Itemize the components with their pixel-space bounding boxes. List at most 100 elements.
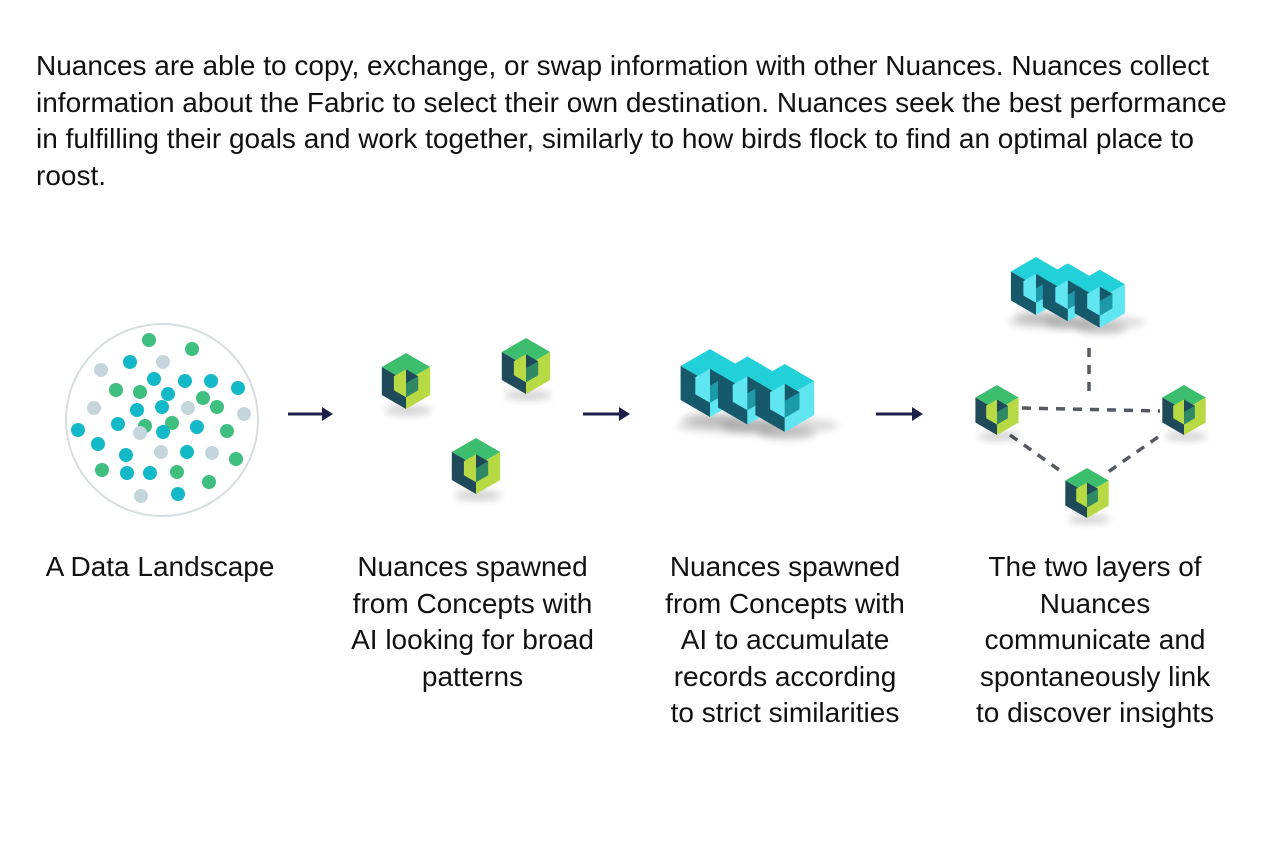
data-point: [202, 475, 216, 489]
nuance-chain-icon: [676, 349, 840, 440]
nuance-inner-face: [695, 368, 710, 403]
nuance-inner-face: [1173, 399, 1184, 425]
nuance-inner-face: [526, 361, 539, 383]
nuance-inner-face: [1076, 482, 1087, 508]
caption-broad-patterns: Nuances spawned from Concepts with AI lo…: [351, 551, 594, 692]
arrow-icon: [583, 407, 630, 421]
data-landscape: [65, 323, 259, 517]
arrow-head: [619, 407, 630, 421]
data-point: [95, 463, 109, 477]
intro-paragraph: Nuances are able to copy, exchange, or s…: [36, 50, 1227, 191]
data-point: [71, 423, 85, 437]
data-point: [87, 401, 101, 415]
nuance-shadow: [1077, 323, 1127, 335]
nuance-icon: [1065, 468, 1111, 524]
data-point: [220, 424, 234, 438]
chain-nuance: [1074, 269, 1127, 335]
flow-arrows: [288, 407, 923, 421]
nuance-shadow: [1013, 311, 1063, 322]
nuance-shadow: [683, 412, 741, 425]
upper-layer-chain-icon: [1007, 257, 1147, 335]
data-point: [155, 400, 169, 414]
nuance-shadow: [454, 490, 502, 501]
data-point: [91, 437, 105, 451]
data-point: [185, 342, 199, 356]
nuance-top-face: [501, 338, 551, 366]
nuance-icon: [501, 338, 552, 401]
nuance-shadow: [384, 405, 432, 416]
caption-data-landscape: A Data Landscape: [45, 551, 275, 582]
data-point: [111, 417, 125, 431]
arrow-icon: [288, 407, 333, 421]
nuance-shadow: [720, 420, 779, 433]
nuance-inner-face: [476, 461, 489, 483]
peer-link: [1021, 406, 1161, 413]
data-point: [204, 374, 218, 388]
nuance-inner-face: [406, 376, 419, 398]
data-point: [123, 355, 137, 369]
data-point: [147, 372, 161, 386]
nuance-icon: [1162, 385, 1208, 441]
nuance-inner-face: [393, 369, 406, 398]
nuance-inner-face: [784, 392, 800, 418]
linked-nuance-layers: [975, 257, 1208, 524]
nuance-shadow: [977, 431, 1021, 441]
data-point: [119, 448, 133, 462]
data-point: [130, 403, 144, 417]
data-point: [161, 387, 175, 401]
nuance-inner-face: [1055, 280, 1068, 310]
broad-pattern-nuances: [381, 338, 552, 501]
arrow-icon: [876, 407, 923, 421]
data-point: [190, 420, 204, 434]
nuance-inner-face: [513, 354, 526, 383]
nuance-shadow: [1164, 431, 1208, 441]
nuance-inner-face: [997, 405, 1008, 425]
nuance-inner-face: [463, 454, 476, 483]
data-point: [109, 383, 123, 397]
data-point: [210, 400, 224, 414]
data-point: [94, 363, 108, 377]
caption-discover-insights: The two layers of Nuances communicate an…: [975, 551, 1215, 728]
data-point: [180, 445, 194, 459]
landscape-circle: [65, 323, 259, 517]
data-point: [205, 446, 219, 460]
nuance-shadow: [1067, 514, 1111, 524]
peer-link: [1106, 435, 1160, 474]
nuance-shadow: [757, 427, 816, 440]
data-point: [231, 381, 245, 395]
strict-similarity-nuance-chain: [676, 349, 840, 440]
nuance-inner-face: [1099, 293, 1113, 316]
chain-nuance: [755, 364, 816, 440]
data-point: [181, 401, 195, 415]
nuance-inner-face: [1184, 405, 1195, 425]
nuance-inner-face: [732, 376, 748, 411]
data-point: [143, 466, 157, 480]
data-point: [134, 489, 148, 503]
data-point: [142, 333, 156, 347]
nuance-inner-face: [986, 399, 997, 425]
data-point: [133, 385, 147, 399]
data-point: [133, 426, 147, 440]
nuance-inner-face: [1023, 273, 1036, 303]
nuance-icon: [975, 385, 1021, 441]
data-point: [229, 452, 243, 466]
data-point: [156, 425, 170, 439]
nuance-inner-face: [1087, 286, 1100, 316]
data-point: [165, 416, 179, 430]
nuance-icon: [451, 438, 502, 501]
caption-strict-similarities: Nuances spawned from Concepts with AI to…: [665, 551, 905, 728]
nuance-inner-face: [1087, 488, 1098, 508]
arrow-head: [322, 407, 333, 421]
data-point: [156, 355, 170, 369]
data-point: [178, 374, 192, 388]
data-point: [237, 407, 251, 421]
nuance-inner-face: [770, 383, 785, 418]
data-point: [171, 487, 185, 501]
arrow-head: [912, 407, 923, 421]
data-point: [154, 445, 168, 459]
data-point: [196, 391, 210, 405]
nuance-shadow: [1045, 317, 1095, 329]
data-point: [170, 465, 184, 479]
peer-link: [1008, 433, 1064, 474]
